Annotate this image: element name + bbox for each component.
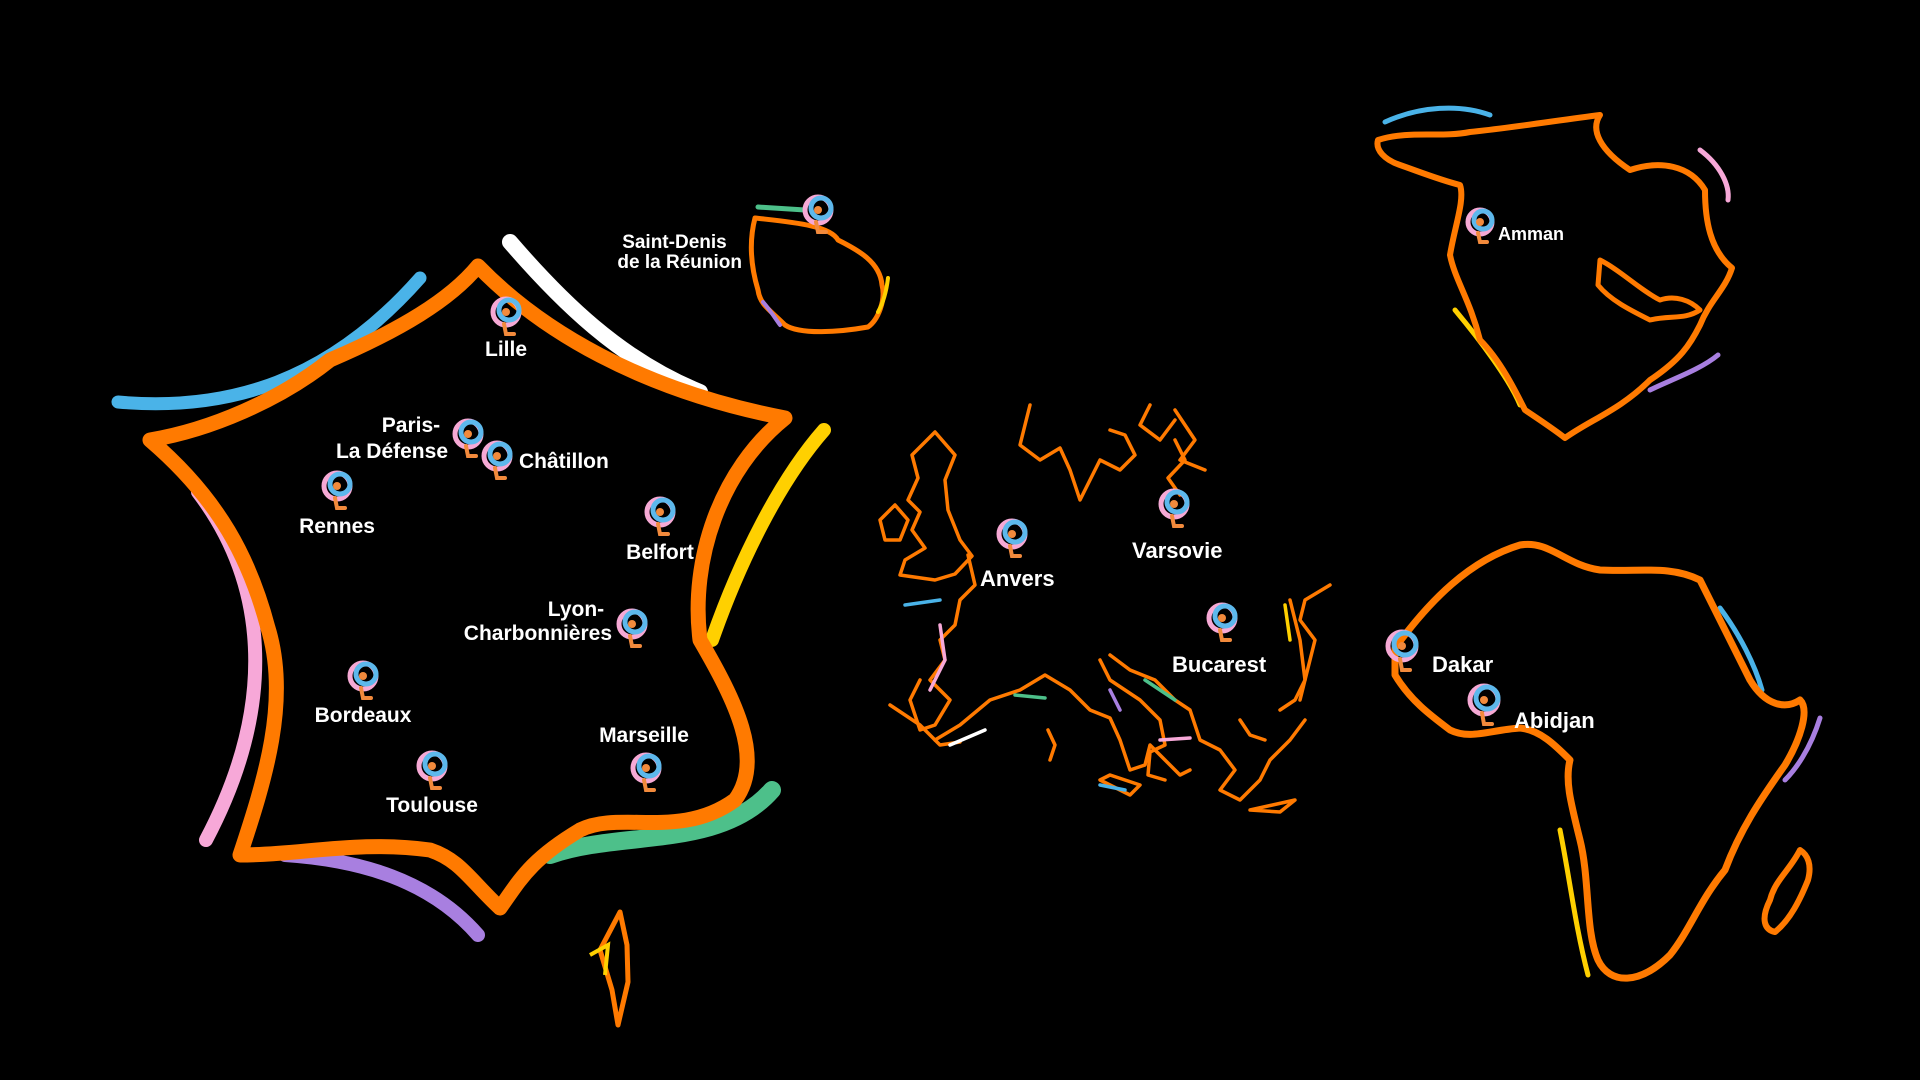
persian-gulf-outline	[1595, 257, 1703, 323]
italy-outline	[1098, 658, 1167, 782]
reunion-accent-purple	[761, 300, 782, 327]
city-label-varsovie: Varsovie	[1132, 538, 1223, 563]
france-swoosh-green	[541, 781, 781, 864]
map-pin-icon	[1206, 602, 1238, 642]
city-label-paris-la-defense: Paris- La Défense	[336, 414, 448, 463]
france-swoosh-blue	[111, 271, 427, 411]
city-label-anvers: Anvers	[980, 566, 1055, 591]
map-pin-icon	[347, 660, 379, 700]
africa-accent-purple	[1782, 715, 1823, 783]
europe-accent-pink-2	[1158, 736, 1192, 742]
map-pin-icon	[1385, 629, 1419, 672]
city-marker-lille[interactable]: Lille	[485, 296, 527, 361]
city-label-rennes: Rennes	[299, 515, 375, 538]
europe-region	[878, 403, 1332, 814]
europe-accent-white	[948, 728, 987, 747]
uk-outline	[898, 430, 974, 582]
city-marker-lyon-charbonnieres[interactable]: Lyon- Charbonnières	[464, 598, 648, 648]
city-label-chatillon: Châtillon	[519, 450, 609, 473]
city-marker-saint-denis-reunion[interactable]: Saint-Denis de la Réunion	[617, 194, 834, 273]
city-marker-amman[interactable]: Amman	[1465, 207, 1564, 244]
map-pin-icon	[616, 608, 648, 648]
map-pin-icon	[1467, 683, 1501, 726]
city-label-belfort: Belfort	[626, 541, 694, 564]
europe-accent-pink	[928, 623, 947, 692]
reunion-region	[748, 204, 890, 335]
reunion-outline	[748, 215, 886, 335]
iberia-coast	[888, 703, 962, 747]
city-label-bordeaux: Bordeaux	[315, 704, 412, 727]
city-marker-toulouse[interactable]: Toulouse	[386, 750, 478, 817]
middle-east-accent-yellow	[1452, 307, 1523, 408]
city-label-lille: Lille	[485, 338, 527, 361]
reunion-accent-yellow	[876, 276, 890, 314]
europe-accent-yellow	[1283, 603, 1292, 642]
city-label-saint-denis-reunion: Saint-Denis de la Réunion	[617, 232, 742, 273]
city-marker-chatillon[interactable]: Châtillon	[481, 440, 609, 480]
map-pin-icon	[630, 752, 662, 792]
ireland-outline	[878, 503, 910, 542]
city-label-dakar: Dakar	[1432, 652, 1494, 677]
mediterranean-coast	[933, 673, 1192, 777]
middle-east-region	[1374, 105, 1735, 441]
city-marker-rennes[interactable]: Rennes	[299, 470, 375, 538]
europe-accent-blue-2	[1098, 783, 1127, 792]
europe-accent-green-2	[1143, 678, 1177, 702]
france-swoosh-pink	[191, 485, 263, 847]
scandinavia-outline	[1018, 403, 1137, 502]
city-label-amman: Amman	[1498, 224, 1564, 244]
crete-outline	[1248, 798, 1297, 814]
east-coast	[1298, 583, 1332, 702]
map-pin-icon	[481, 440, 513, 480]
city-marker-anvers[interactable]: Anvers	[980, 518, 1055, 591]
africa-region	[1391, 540, 1823, 982]
middle-east-outline	[1374, 112, 1735, 441]
map-pin-icon	[644, 496, 676, 536]
madagascar-outline	[1761, 847, 1813, 935]
map-pin-icon	[452, 418, 484, 458]
europe-accent-green	[1013, 693, 1047, 700]
city-marker-paris-la-defense[interactable]: Paris- La Défense	[336, 414, 484, 463]
baltic-coast	[1173, 408, 1207, 472]
france-swoosh-yellow	[705, 423, 831, 647]
france-outline	[142, 258, 793, 916]
city-marker-dakar[interactable]: Dakar	[1385, 629, 1494, 677]
city-label-lyon-charbonnieres: Lyon- Charbonnières	[464, 598, 612, 645]
france-region	[111, 234, 831, 1028]
balkans-outline	[1108, 653, 1307, 802]
europe-accent-purple	[1108, 688, 1122, 712]
middle-east-accent-blue	[1382, 105, 1493, 125]
middle-east-accent-purple	[1647, 352, 1721, 393]
reunion-accent-green	[755, 204, 808, 213]
greece-islands	[1238, 718, 1267, 742]
finland-coast	[1166, 438, 1187, 497]
map-pin-icon	[416, 750, 448, 790]
city-marker-marseille[interactable]: Marseille	[599, 724, 689, 792]
city-marker-varsovie[interactable]: Varsovie	[1132, 488, 1223, 563]
africa-outline	[1391, 540, 1808, 982]
map-pin-icon	[490, 296, 522, 336]
europe-accent-blue	[903, 598, 942, 607]
corsica-accent	[589, 941, 611, 976]
map-pin-icon	[321, 470, 353, 510]
city-marker-bordeaux[interactable]: Bordeaux	[315, 660, 412, 727]
city-label-toulouse: Toulouse	[386, 794, 478, 817]
city-label-marseille: Marseille	[599, 724, 689, 747]
map-pin-icon	[1465, 207, 1495, 244]
scandinavia-outline-2	[1138, 403, 1177, 442]
middle-east-accent-pink	[1697, 147, 1731, 203]
africa-accent-yellow	[1557, 827, 1591, 978]
city-marker-bucarest[interactable]: Bucarest	[1172, 602, 1267, 677]
city-marker-abidjan[interactable]: Abidjan	[1467, 683, 1595, 733]
sardinia-outline	[1046, 728, 1057, 762]
map-pin-icon	[996, 518, 1028, 558]
map-pin-icon	[802, 194, 834, 234]
city-label-abidjan: Abidjan	[1514, 708, 1595, 733]
city-marker-belfort[interactable]: Belfort	[626, 496, 694, 564]
city-label-bucarest: Bucarest	[1172, 652, 1267, 677]
africa-accent-blue	[1717, 605, 1765, 693]
map-pin-icon	[1158, 488, 1190, 528]
